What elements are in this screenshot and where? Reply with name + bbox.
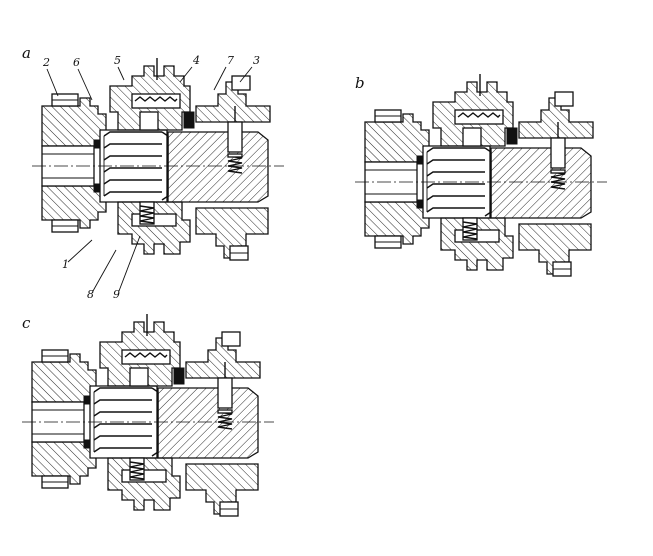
part-label-6: 6	[73, 56, 80, 69]
part-label-7: 7	[227, 54, 234, 67]
part-label-4: 4	[192, 54, 200, 67]
panel-a	[31, 57, 285, 261]
part-labels: 2 6 5 4 7 3 1 8 9	[42, 54, 260, 301]
part-label-1: 1	[62, 258, 69, 271]
part-label-3: 3	[253, 54, 260, 67]
panel-b	[354, 73, 608, 277]
panel-label-b: b	[355, 74, 365, 92]
panel-label-c: c	[22, 314, 31, 332]
part-label-8: 8	[87, 288, 94, 301]
part-label-9: 9	[113, 288, 120, 301]
panel-c	[21, 313, 275, 517]
panel-label-a: a	[22, 44, 31, 62]
part-label-2: 2	[42, 56, 50, 69]
part-label-5: 5	[114, 54, 121, 67]
